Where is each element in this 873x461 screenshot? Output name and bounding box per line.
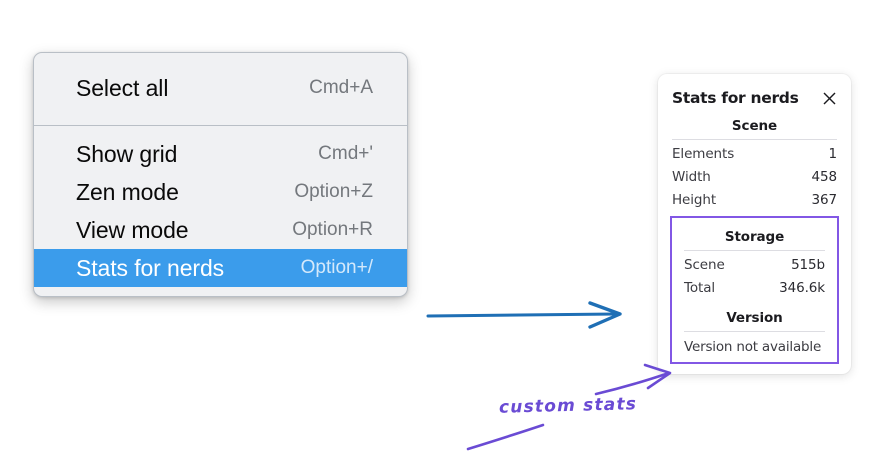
menu-item-select-all[interactable]: Select all Cmd+A: [34, 69, 407, 107]
stats-panel-title: Stats for nerds: [672, 89, 799, 107]
stat-value: 1: [828, 146, 838, 162]
menu-item-shortcut: Cmd+A: [309, 77, 373, 98]
version-section-heading: Version: [726, 310, 783, 326]
stat-label: Elements: [672, 146, 735, 162]
storage-divider: [684, 250, 825, 251]
close-icon[interactable]: [821, 90, 838, 107]
stat-value: 346.6k: [779, 280, 825, 296]
stat-value: 515b: [791, 257, 825, 273]
scene-section-heading: Scene: [731, 118, 778, 134]
stats-for-nerds-panel: Stats for nerds Scene Elements 1 Width 4…: [658, 74, 851, 374]
purple-underline-annotation: [466, 423, 545, 451]
version-note: Version not available: [684, 339, 822, 355]
menu-item-stats-for-nerds[interactable]: Stats for nerds Option+/: [34, 249, 407, 287]
stats-panel-header: Stats for nerds: [658, 86, 851, 107]
menu-item-show-grid[interactable]: Show grid Cmd+': [34, 135, 407, 173]
storage-section-heading: Storage: [724, 229, 785, 245]
version-divider: [684, 331, 825, 332]
stat-label: Scene: [684, 257, 725, 273]
stat-label: Width: [672, 169, 711, 185]
context-menu[interactable]: Select all Cmd+A Show grid Cmd+' Zen mod…: [33, 52, 408, 297]
stat-row-storage-total: Total 346.6k: [684, 276, 825, 299]
stat-row-width: Width 458: [672, 165, 837, 188]
stat-row-height: Height 367: [672, 188, 837, 211]
scene-divider: [672, 139, 837, 140]
menu-item-shortcut: Option+Z: [294, 181, 373, 202]
custom-stats-annotation-label: custom stats: [498, 394, 638, 418]
stats-panel-body: Scene Elements 1 Width 458 Height 367 St…: [658, 107, 851, 364]
stat-label: Height: [672, 192, 717, 208]
menu-section-2: Show grid Cmd+' Zen mode Option+Z View m…: [34, 126, 407, 296]
blue-arrow-annotation: [426, 301, 622, 329]
menu-item-view-mode[interactable]: View mode Option+R: [34, 211, 407, 249]
menu-item-label: Zen mode: [76, 178, 179, 205]
menu-divider: [34, 125, 407, 126]
menu-item-shortcut: Cmd+': [318, 143, 373, 164]
stat-row-elements: Elements 1: [672, 142, 837, 165]
menu-item-shortcut: Option+/: [300, 257, 373, 278]
stat-row-storage-scene: Scene 515b: [684, 253, 825, 276]
menu-section-1: Select all Cmd+A: [34, 53, 407, 125]
menu-item-zen-mode[interactable]: Zen mode Option+Z: [34, 173, 407, 211]
stat-value: 367: [811, 192, 838, 208]
menu-item-shortcut: Option+R: [292, 219, 373, 240]
menu-item-label: View mode: [76, 216, 189, 243]
stat-label: Total: [684, 280, 716, 296]
custom-stats-highlight-region: Storage Scene 515b Total 346.6k Version …: [670, 216, 839, 364]
stat-value: 458: [811, 169, 838, 185]
menu-item-label: Show grid: [76, 140, 178, 167]
menu-item-label: Stats for nerds: [76, 254, 225, 281]
menu-item-label: Select all: [76, 74, 169, 101]
